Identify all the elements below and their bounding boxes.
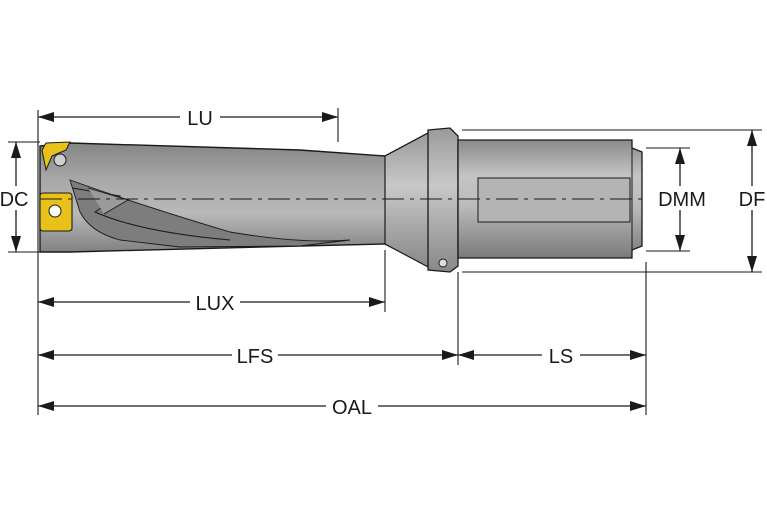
insert-screw (48, 204, 62, 218)
dim-df: DF (736, 130, 767, 272)
transition-cone (384, 131, 431, 269)
label-lux: LUX (196, 293, 235, 315)
flute-edge-inner (87, 187, 130, 215)
label-lu: LU (187, 108, 213, 130)
flute-edge (71, 187, 231, 241)
label-dmm: DMM (658, 189, 706, 211)
dim-dc: DC (0, 142, 30, 252)
flute-groove (69, 179, 351, 248)
label-lfs: LFS (237, 346, 274, 368)
tool-body (39, 127, 648, 273)
label-oal: OAL (332, 397, 372, 419)
label-ls: LS (549, 346, 573, 368)
shank-flat (477, 177, 631, 223)
flange-hole (438, 258, 448, 268)
dim-lu: LU (38, 105, 338, 130)
dim-dmm: DMM (652, 148, 710, 251)
dim-lfs: LFS (38, 343, 458, 368)
dim-ls: LS (458, 343, 646, 368)
flange (427, 127, 459, 273)
label-dc: DC (0, 189, 28, 211)
coolant-hole-front (53, 153, 67, 167)
dim-lux: LUX (38, 290, 385, 315)
insert-top (41, 141, 71, 172)
dim-oal: OAL (38, 394, 646, 419)
label-df: DF (739, 189, 766, 211)
extension-lines (8, 108, 762, 415)
